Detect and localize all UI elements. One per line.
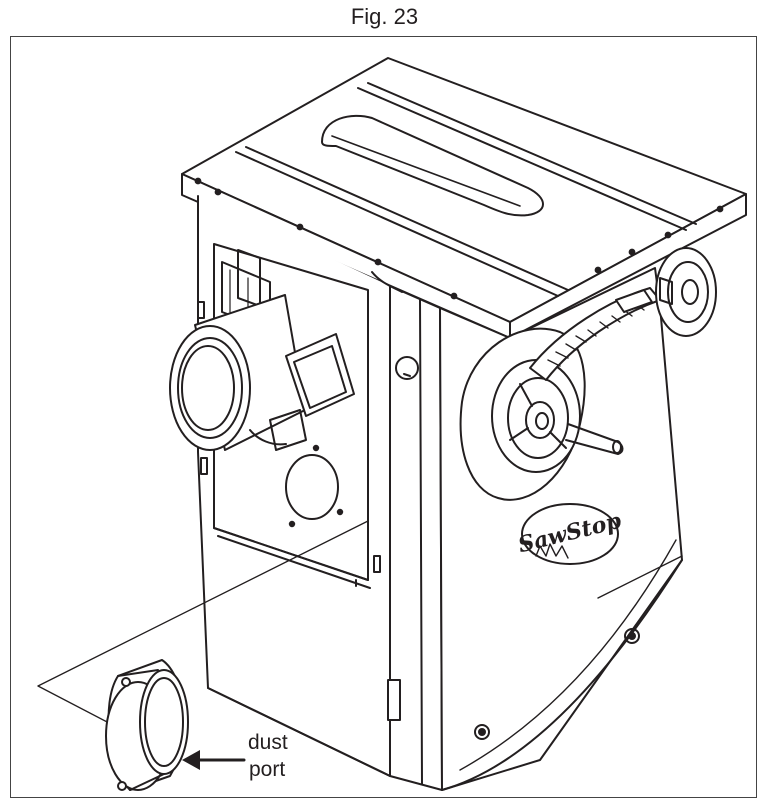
- dust-port-label-line-1: dust: [248, 731, 288, 754]
- cabinet-details: [197, 301, 640, 740]
- figure-frame: [10, 36, 757, 798]
- dust-port-label-line-2: port: [249, 758, 286, 781]
- motor: [169, 294, 355, 451]
- bevel-scale: [529, 287, 661, 381]
- table-top: [181, 57, 747, 339]
- bevel-handwheel: [655, 247, 717, 337]
- sawstop-logo: SawStop: [516, 503, 625, 565]
- dust-port-arrow: [182, 750, 246, 770]
- dust-port-part: [105, 659, 189, 791]
- figure-title: Fig. 23: [350, 4, 419, 29]
